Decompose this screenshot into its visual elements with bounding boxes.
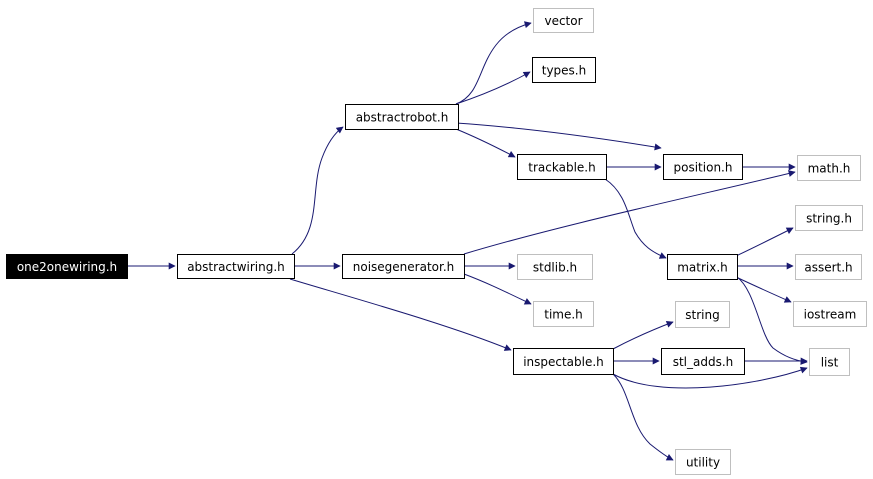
node-label-noisegenerator: noisegenerator.h — [353, 260, 455, 274]
node-label-assert: assert.h — [804, 261, 852, 275]
node-utility: utility — [675, 449, 731, 475]
edge-abstractrobot-to-types — [455, 71, 531, 105]
node-noisegenerator[interactable]: noisegenerator.h — [342, 254, 465, 279]
node-box-noisegenerator — [342, 254, 465, 279]
node-label-list: list — [821, 356, 839, 370]
node-box-list — [809, 348, 850, 376]
node-label-stdlib: stdlib.h — [533, 261, 577, 275]
edge-abstractrobot-to-trackable — [455, 128, 516, 158]
edge-matrix-to-stringh — [735, 227, 794, 257]
node-label-time: time.h — [544, 308, 583, 322]
node-string: string — [675, 301, 730, 328]
node-label-trackable: trackable.h — [528, 161, 595, 175]
edges-layer — [127, 21, 808, 461]
node-inspectable[interactable]: inspectable.h — [513, 348, 614, 375]
node-vector: vector — [533, 8, 594, 33]
node-abstractwiring[interactable]: abstractwiring.h — [177, 254, 295, 279]
node-label-string: string — [685, 308, 719, 322]
node-label-vector: vector — [544, 14, 582, 28]
node-label-abstractwiring: abstractwiring.h — [187, 260, 285, 274]
node-box-time — [533, 301, 594, 327]
edge-inspectable-to-utility — [612, 373, 674, 461]
node-label-types: types.h — [542, 64, 586, 78]
node-box-vector — [533, 8, 594, 33]
node-time: time.h — [533, 301, 594, 327]
node-box-assert — [795, 254, 862, 280]
node-assert: assert.h — [795, 254, 862, 280]
node-box-trackable — [517, 154, 607, 180]
node-box-types — [532, 57, 596, 83]
node-matrix[interactable]: matrix.h — [667, 254, 738, 280]
node-iostream: iostream — [793, 301, 867, 327]
node-box-utility — [675, 449, 731, 475]
node-box-matrix — [667, 254, 738, 280]
edge-abstractrobot-to-position — [455, 122, 662, 151]
node-box-position — [663, 154, 743, 180]
node-types[interactable]: types.h — [532, 57, 596, 83]
node-abstractrobot[interactable]: abstractrobot.h — [345, 104, 459, 130]
node-box-string — [675, 301, 730, 328]
node-box-stdlib — [517, 254, 593, 280]
node-label-stringh: string.h — [806, 212, 852, 226]
edge-trackable-to-matrix — [604, 178, 667, 259]
node-stringh: string.h — [795, 205, 863, 231]
edge-inspectable-to-string — [612, 320, 674, 350]
node-box-stl_adds — [661, 348, 745, 375]
node-box-stringh — [795, 205, 863, 231]
edge-abstractrobot-to-vector — [455, 21, 532, 105]
node-one2onewiring[interactable]: one2onewiring.h — [6, 254, 128, 279]
node-stl_adds[interactable]: stl_adds.h — [661, 348, 745, 375]
node-label-abstractrobot: abstractrobot.h — [356, 111, 449, 125]
node-box-abstractrobot — [345, 104, 459, 130]
node-label-math: math.h — [808, 162, 851, 176]
node-math: math.h — [797, 155, 861, 181]
node-box-inspectable — [513, 348, 614, 375]
edge-matrix-to-iostream — [735, 276, 792, 303]
node-box-one2onewiring — [6, 254, 128, 279]
node-stdlib: stdlib.h — [517, 254, 593, 280]
node-box-abstractwiring — [177, 254, 295, 279]
node-box-iostream — [793, 301, 867, 327]
node-label-iostream: iostream — [804, 308, 857, 322]
nodes-layer: one2onewiring.h abstractwiring.h abstractr… — [6, 8, 867, 475]
edge-inspectable-to-list — [612, 366, 808, 389]
node-label-utility: utility — [686, 456, 720, 470]
node-trackable[interactable]: trackable.h — [517, 154, 607, 180]
node-label-one2onewiring: one2onewiring.h — [17, 260, 117, 274]
node-label-inspectable: inspectable.h — [523, 355, 604, 369]
edge-abstractwiring-to-abstractrobot — [291, 126, 344, 255]
node-position[interactable]: position.h — [663, 154, 743, 180]
node-label-stl_adds: stl_adds.h — [673, 355, 734, 369]
node-list: list — [809, 348, 850, 376]
edge-abstractwiring-to-inspectable — [289, 278, 512, 351]
node-box-math — [797, 155, 861, 181]
edge-matrix-to-list — [736, 276, 808, 365]
edge-noisegenerator-to-math — [463, 170, 796, 255]
node-label-position: position.h — [674, 161, 733, 175]
node-label-matrix: matrix.h — [677, 261, 728, 275]
edge-noisegenerator-to-time — [463, 273, 532, 305]
